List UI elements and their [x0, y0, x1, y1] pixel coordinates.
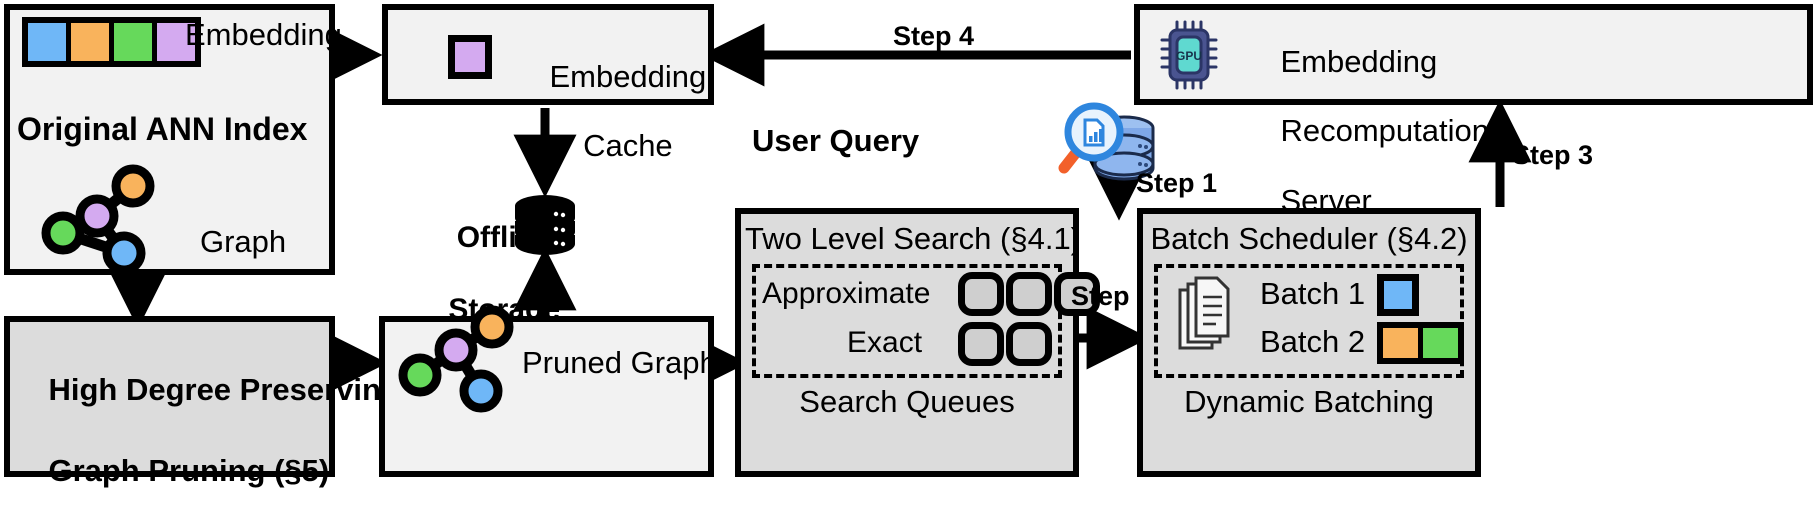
pruned-graph-label: Pruned Graph	[522, 345, 717, 380]
batch-2-chip-orange	[1383, 328, 1418, 358]
two-level-search-box	[735, 208, 1079, 477]
original-ann-index-title: Original ANN Index	[17, 111, 308, 147]
graph-pruning-line2: Graph Pruning (§5)	[48, 452, 330, 488]
diagram-canvas: Embedding Original ANN Index Graph Embed…	[4, 4, 1813, 488]
recomputation-server-box	[1134, 4, 1813, 105]
search-queues-footer: Search Queues	[799, 384, 1015, 419]
step3-label: Step 3	[1512, 140, 1594, 170]
exact-slot-2[interactable]	[1006, 322, 1052, 366]
recomputation-server-line3: Server	[1280, 182, 1372, 218]
approximate-label: Approximate	[762, 277, 931, 310]
exact-label: Exact	[847, 326, 923, 359]
graph-pruning-title: High Degree Preserving Graph Pruning (§5…	[14, 330, 399, 531]
step4-label: Step 4	[893, 21, 975, 51]
recomputation-server-title: Embedding Recomputation Server	[1246, 10, 1489, 253]
graph-pruning-line1: High Degree Preserving	[48, 372, 400, 408]
embedding-cache-line1: Embedding	[549, 58, 707, 94]
batch-1-label: Batch 1	[1260, 276, 1366, 311]
recomputation-server-line2: Recomputation	[1280, 113, 1489, 149]
batch-scheduler-title: Batch Scheduler (§4.2)	[1150, 221, 1468, 256]
graph-pruning-box	[4, 316, 335, 477]
approximate-slot-1[interactable]	[958, 272, 1004, 316]
two-level-search-title: Two Level Search (§4.1)	[745, 221, 1082, 256]
batch-2-label: Batch 2	[1260, 324, 1366, 359]
embedding-cache-title: Embedding Cache	[515, 25, 706, 199]
embedding-chip-orange	[71, 23, 109, 61]
batch-2-chip-strip	[1377, 322, 1464, 364]
dynamic-batching-region	[1154, 264, 1464, 378]
exact-slot-1[interactable]	[958, 322, 1004, 366]
user-query-label: User Query	[752, 123, 920, 158]
search-queues-region	[752, 264, 1062, 378]
embedding-cache-chip-purple	[448, 35, 492, 79]
pruned-graph-box	[379, 316, 714, 477]
approximate-slot-3[interactable]	[1054, 272, 1100, 316]
embedding-chip-strip	[22, 17, 201, 67]
dynamic-batching-footer: Dynamic Batching	[1184, 384, 1434, 419]
recomputation-server-line1: Embedding	[1280, 43, 1438, 79]
embedding-cache-line2: Cache	[583, 128, 673, 164]
step1-label: Step 1	[1136, 168, 1218, 198]
approximate-slot-2[interactable]	[1006, 272, 1052, 316]
embedding-label: Embedding	[185, 17, 342, 52]
batch-2-chip-green	[1423, 328, 1458, 358]
batch-1-chip-blue	[1377, 274, 1419, 316]
offline-storage-line1: Offline	[456, 221, 552, 254]
embedding-chip-purple	[157, 23, 195, 61]
embedding-chip-blue	[28, 23, 66, 61]
embedding-cache-box	[382, 4, 714, 105]
graph-label: Graph	[200, 224, 287, 259]
embedding-chip-green	[114, 23, 152, 61]
